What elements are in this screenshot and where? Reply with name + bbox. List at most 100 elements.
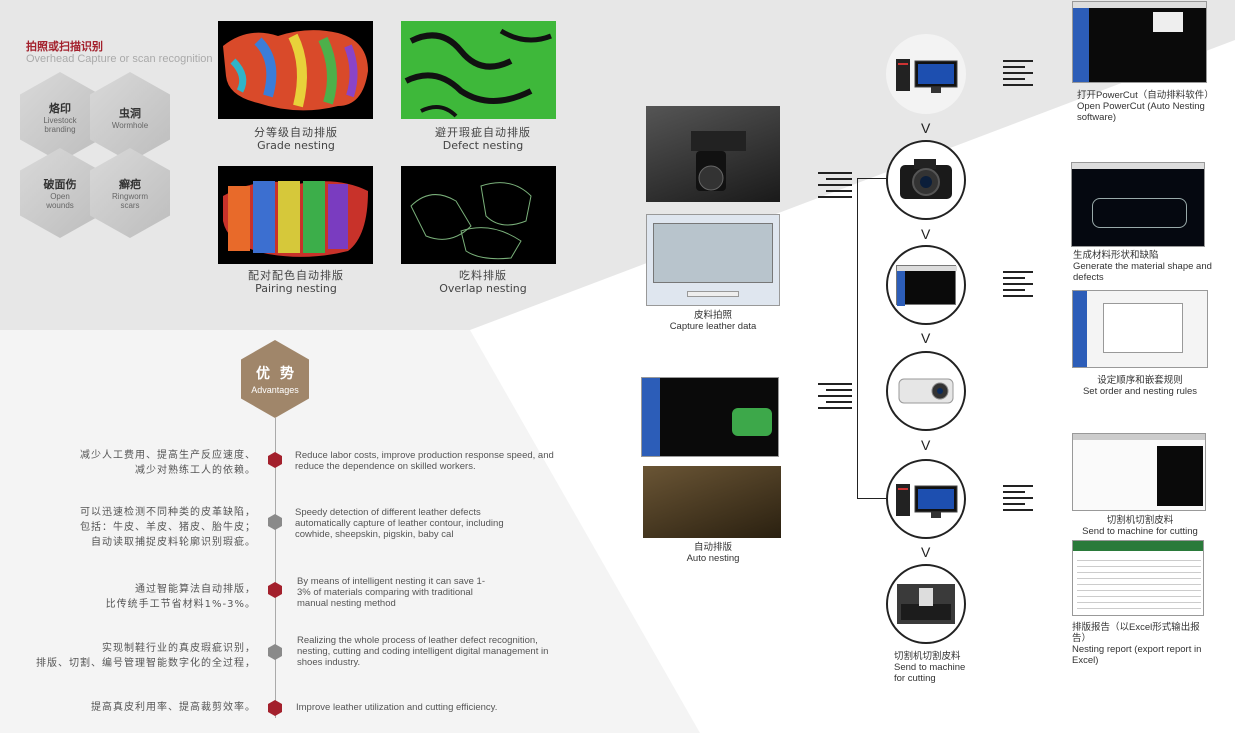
capture-title-en: Overhead Capture or scan recognition: [26, 53, 213, 65]
caption-cn: 配对配色自动排版: [248, 269, 344, 282]
advantage-1-en: Reduce labor costs, improve production r…: [295, 450, 554, 472]
caption-cn: 分等级自动排版: [254, 126, 338, 139]
pairing-nesting-caption: 配对配色自动排版 Pairing nesting: [216, 269, 376, 295]
step-4-caption: 切割机切割皮料 Send to machine for cutting: [1072, 515, 1208, 537]
caption-en: Generate the material shape and defects: [1073, 261, 1212, 283]
caption-cn: 排版报告（以Excel形式输出报告）: [1072, 622, 1200, 644]
caption-cn: 生成材料形状和缺陷: [1073, 250, 1159, 261]
nesting-rules-screenshot: [1072, 290, 1208, 368]
grade-nesting-image: [218, 21, 373, 119]
capture-software-screenshot: [646, 214, 780, 306]
advantage-text-cn: 实现制鞋行业的真皮瑕疵识别，: [102, 643, 256, 654]
defect-nesting-caption: 避开瑕疵自动排版 Defect nesting: [403, 126, 563, 152]
software-circle: [886, 245, 966, 325]
material-shape-screenshot: [1071, 162, 1205, 247]
caption-en: Overlap nesting: [439, 282, 527, 295]
list-lines-icon: [818, 383, 852, 413]
list-lines-icon: [818, 172, 852, 202]
caption-cn: 打开PowerCut（自动排料软件）: [1077, 90, 1214, 101]
connector-line: [857, 178, 858, 498]
list-lines-icon: [1003, 485, 1037, 515]
overlap-nesting-caption: 吃料排版 Overlap nesting: [403, 269, 563, 295]
step-3-caption: 设定顺序和嵌套规则 Set order and nesting rules: [1072, 375, 1208, 397]
capture-title-cn: 拍照或扫描识别: [26, 40, 103, 53]
auto-nesting-screenshot: [641, 377, 779, 457]
advantages-title-en: Advantages: [251, 385, 299, 395]
step-arrow: V: [921, 226, 931, 242]
projector-circle: [886, 351, 966, 431]
camera-circle: [886, 140, 966, 220]
advantages-title-cn: 优势: [256, 366, 304, 382]
excel-report-screenshot: [1072, 540, 1204, 616]
advantage-text-cn: 排版、切割、编号管理智能数字化的全过程，: [36, 658, 256, 669]
advantage-5-en: Improve leather utilization and cutting …: [296, 702, 498, 713]
cutting-software-screenshot: [1072, 433, 1206, 511]
caption-en: Open PowerCut (Auto Nesting software): [1077, 101, 1205, 123]
computer-circle-top: [886, 34, 966, 114]
advantage-text-cn: 通过智能算法自动排版，: [135, 584, 256, 595]
list-lines-icon: [1003, 60, 1037, 90]
caption-en: Auto nesting: [686, 553, 740, 564]
connector-line: [857, 498, 887, 499]
pairing-nesting-image: [218, 166, 373, 264]
advantage-text-cn: 比传统手工节省材料1%-3%。: [105, 599, 256, 610]
caption-cn: 皮料拍照: [693, 310, 732, 321]
caption-cn: 切割机切割皮料: [1106, 515, 1174, 526]
powercut-screenshot: [1072, 1, 1207, 83]
caption-cn: 切割机切割皮料: [894, 651, 961, 662]
leather-table-photo: [643, 466, 781, 538]
advantage-text-cn: 自动读取捕捉皮料轮廓识别瑕疵。: [91, 537, 256, 548]
step-arrow: V: [921, 544, 931, 560]
advantage-1-cn: 减少人工费用、提高生产反应速度、 减少对熟练工人的依赖。: [6, 448, 256, 478]
advantage-3-en: By means of intelligent nesting it can s…: [297, 576, 485, 609]
caption-cn: 自动排版: [693, 542, 732, 553]
defect-label-cn: 烙印: [49, 102, 71, 115]
caption-en: Send to machine for cutting: [1082, 526, 1198, 537]
defect-label-en: Livestock branding: [43, 116, 77, 134]
caption-en: Nesting report (export report in Excel): [1072, 644, 1202, 666]
caption-cn: 设定顺序和嵌套规则: [1097, 375, 1183, 386]
step-arrow: V: [921, 437, 931, 453]
overhead-camera-photo: [646, 106, 780, 202]
auto-nesting-caption: 自动排版 Auto nesting: [643, 542, 783, 564]
advantage-text-cn: 减少对熟练工人的依赖。: [135, 465, 256, 476]
advantage-2-cn: 可以迅速检测不同种类的皮革缺陷， 包括：牛皮、羊皮、猪皮、胎牛皮； 自动读取捕捉…: [6, 505, 256, 550]
caption-en: Set order and nesting rules: [1082, 386, 1198, 397]
advantage-marker: [268, 700, 282, 716]
advantage-marker: [268, 514, 282, 530]
caption-en: Defect nesting: [442, 139, 524, 152]
advantage-text-cn: 包括：牛皮、羊皮、猪皮、胎牛皮；: [80, 522, 256, 533]
advantages-timeline: [275, 418, 276, 718]
caption-en: Send to machine for cutting: [894, 662, 966, 684]
overlap-nesting-image: [401, 166, 556, 264]
advantage-text-cn: 可以迅速检测不同种类的皮革缺陷，: [80, 507, 256, 518]
step-5-caption: 排版报告（以Excel形式输出报告） Nesting report (expor…: [1072, 622, 1212, 666]
grade-nesting-caption: 分等级自动排版 Grade nesting: [216, 126, 376, 152]
advantage-2-en: Speedy detection of different leather de…: [295, 507, 504, 540]
list-lines-icon: [1003, 271, 1037, 301]
defect-label-cn: 癣疤: [119, 178, 141, 191]
advantage-3-cn: 通过智能算法自动排版， 比传统手工节省材料1%-3%。: [6, 582, 256, 612]
connector-line: [857, 178, 887, 179]
advantage-4-cn: 实现制鞋行业的真皮瑕疵识别， 排版、切割、编号管理智能数字化的全过程，: [6, 641, 256, 671]
advantage-marker: [268, 452, 282, 468]
defect-label-cn: 虫洞: [119, 106, 141, 120]
step-arrow: V: [921, 120, 931, 136]
defect-label-en: Ringworm scars: [111, 192, 148, 210]
cutting-caption: 切割机切割皮料 Send to machine for cutting: [894, 651, 974, 684]
step-arrow: V: [921, 330, 931, 346]
defect-label-en: Wormhole: [111, 120, 149, 130]
caption-cn: 吃料排版: [459, 269, 507, 282]
caption-en: Grade nesting: [257, 139, 335, 152]
advantage-text-cn: 减少人工费用、提高生产反应速度、: [80, 450, 256, 461]
defect-nesting-image: [401, 21, 556, 119]
caption-en: Pairing nesting: [255, 282, 337, 295]
capture-caption: 皮料拍照 Capture leather data: [643, 310, 783, 332]
caption-en: Capture leather data: [669, 321, 757, 332]
defect-label-en: Open wounds: [46, 192, 74, 210]
advantage-marker: [268, 644, 282, 660]
defect-label-cn: 破面伤: [43, 178, 77, 191]
advantage-marker: [268, 582, 282, 598]
caption-cn: 避开瑕疵自动排版: [435, 126, 531, 139]
advantage-5-cn: 提高真皮利用率、提高裁剪效率。: [91, 702, 256, 713]
